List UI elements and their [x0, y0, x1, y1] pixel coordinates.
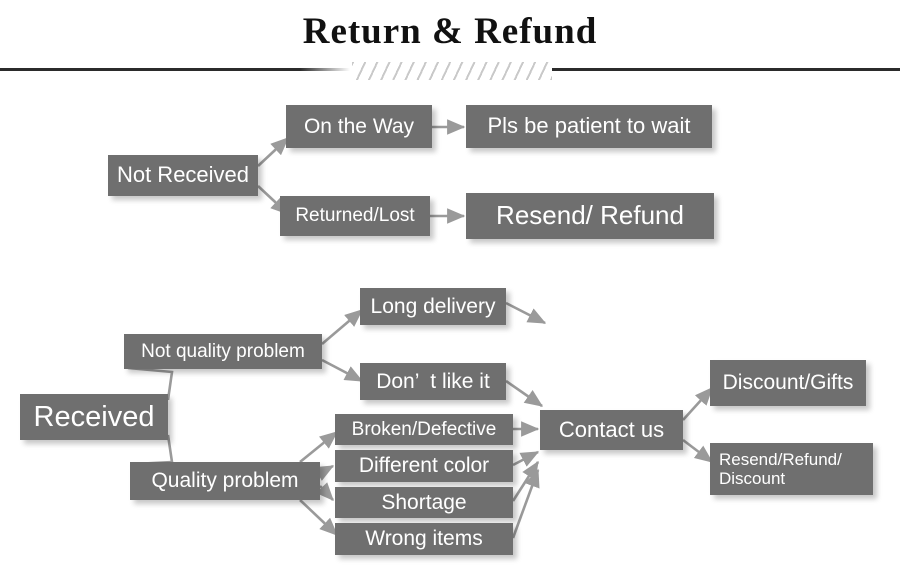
hatch-divider-icon	[352, 62, 552, 80]
box-not-received[interactable]: Not Received	[108, 155, 258, 196]
box-discount-gifts[interactable]: Discount/Gifts	[710, 360, 866, 406]
box-shortage[interactable]: Shortage	[335, 487, 513, 518]
box-broken-defective[interactable]: Broken/Defective	[335, 414, 513, 445]
box-dont-like-it[interactable]: Don’ t like it	[360, 363, 506, 400]
box-different-color[interactable]: Different color	[335, 450, 513, 482]
box-on-the-way[interactable]: On the Way	[286, 105, 432, 148]
box-not-quality-problem[interactable]: Not quality problem	[124, 334, 322, 369]
box-quality-problem[interactable]: Quality problem	[130, 462, 320, 500]
box-pls-be-patient-to-wait[interactable]: Pls be patient to wait	[466, 105, 712, 148]
title-divider	[0, 62, 900, 80]
divider-fade-left	[300, 68, 350, 71]
box-long-delivery[interactable]: Long delivery	[360, 288, 506, 325]
box-contact-us[interactable]: Contact us	[540, 410, 683, 450]
box-wrong-items[interactable]: Wrong items	[335, 523, 513, 555]
page-title: Return & Refund	[302, 11, 598, 52]
box-resend-refund[interactable]: Resend/ Refund	[466, 193, 714, 239]
box-received[interactable]: Received	[20, 394, 168, 440]
box-returned-lost[interactable]: Returned/Lost	[280, 196, 430, 236]
divider-rule-right	[552, 68, 900, 71]
divider-rule-left	[0, 68, 348, 71]
box-resend-refund-discount[interactable]: Resend/Refund/ Discount	[710, 443, 873, 495]
